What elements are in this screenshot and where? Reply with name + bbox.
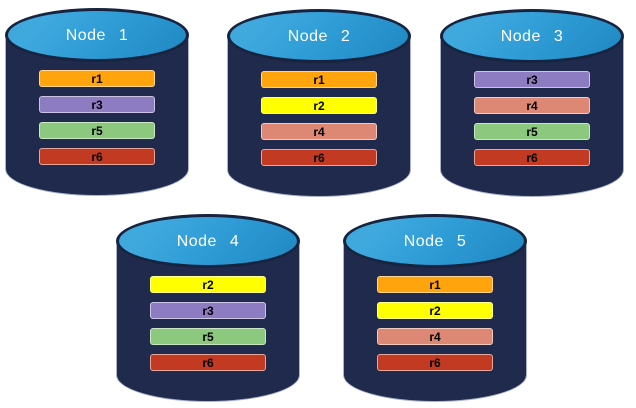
node-cylinder-4: Node 4 r2 r3 r5 r6 (116, 214, 300, 402)
node-title: Node 5 (403, 233, 467, 250)
replica-label: r6 (202, 355, 214, 370)
replica-label: r4 (313, 124, 325, 139)
replica-label: r4 (429, 329, 441, 344)
replica-label: r6 (313, 150, 325, 165)
replica-label: r6 (429, 355, 441, 370)
replica-label: r1 (429, 277, 441, 292)
replica-label: r1 (91, 71, 103, 86)
replica-label: r2 (313, 98, 325, 113)
replica-bar: r2 (150, 276, 266, 293)
replica-bar: r1 (39, 70, 155, 87)
replica-bar: r1 (377, 276, 493, 293)
replica-label: r3 (202, 303, 214, 318)
replica-bar: r4 (261, 123, 377, 140)
replica-bar: r4 (474, 97, 590, 114)
replica-label: r1 (313, 72, 325, 87)
replica-bar: r6 (261, 149, 377, 166)
node-title: Node 1 (65, 27, 129, 44)
node-cylinder-5: Node 5 r1 r2 r4 r6 (343, 214, 527, 402)
replica-bar: r3 (150, 302, 266, 319)
replica-label: r2 (429, 303, 441, 318)
replica-bar: r2 (377, 302, 493, 319)
replica-bar: r3 (39, 96, 155, 113)
replica-label: r2 (202, 277, 214, 292)
replica-bar: r3 (474, 71, 590, 88)
cylinder-top-ellipse: Node 5 (343, 214, 527, 268)
replica-list: r3 r4 r5 r6 (474, 71, 590, 166)
node-title: Node 3 (500, 28, 564, 45)
replica-list: r2 r3 r5 r6 (150, 276, 266, 371)
replica-label: r6 (91, 149, 103, 164)
replica-bar: r6 (474, 149, 590, 166)
replica-label: r5 (202, 329, 214, 344)
node-cylinder-1: Node 1 r1 r3 r5 r6 (5, 8, 189, 196)
cylinder-top-ellipse: Node 1 (5, 8, 189, 62)
cylinder-top-ellipse: Node 2 (227, 9, 411, 63)
replica-label: r3 (91, 97, 103, 112)
replica-bar: r5 (39, 122, 155, 139)
replica-list: r1 r2 r4 r6 (377, 276, 493, 371)
replica-bar: r6 (150, 354, 266, 371)
replica-bar: r6 (39, 148, 155, 165)
replica-label: r6 (526, 150, 538, 165)
replica-bar: r5 (474, 123, 590, 140)
replica-bar: r6 (377, 354, 493, 371)
replica-label: r5 (526, 124, 538, 139)
replica-bar: r4 (377, 328, 493, 345)
replica-bar: r2 (261, 97, 377, 114)
cylinder-top-ellipse: Node 4 (116, 214, 300, 268)
replica-label: r3 (526, 72, 538, 87)
replica-list: r1 r3 r5 r6 (39, 70, 155, 165)
node-cylinder-2: Node 2 r1 r2 r4 r6 (227, 9, 411, 197)
replica-bar: r1 (261, 71, 377, 88)
replica-label: r5 (91, 123, 103, 138)
node-title: Node 2 (287, 28, 351, 45)
node-cylinder-3: Node 3 r3 r4 r5 r6 (440, 9, 624, 197)
cylinder-top-ellipse: Node 3 (440, 9, 624, 63)
node-title: Node 4 (176, 233, 240, 250)
replica-bar: r5 (150, 328, 266, 345)
replica-label: r4 (526, 98, 538, 113)
replica-list: r1 r2 r4 r6 (261, 71, 377, 166)
